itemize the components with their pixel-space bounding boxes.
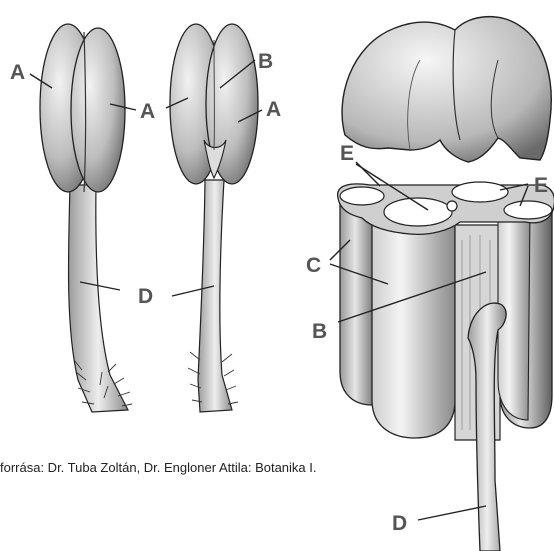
anther-top-cap xyxy=(342,17,551,162)
locule-columns xyxy=(340,200,552,440)
label-b-1: B xyxy=(258,50,273,73)
stamen-back-view xyxy=(170,24,258,412)
stamen-front-view xyxy=(40,24,132,412)
label-d-1: D xyxy=(138,285,153,308)
anther-section-view xyxy=(338,17,554,551)
label-e-1: E xyxy=(340,142,354,165)
filament-back xyxy=(198,180,232,412)
label-d-2: D xyxy=(392,512,407,535)
label-a-2: A xyxy=(140,100,155,123)
label-c-1: C xyxy=(306,254,321,277)
label-a-1: A xyxy=(10,61,25,84)
figure-caption: forrása: Dr. Tuba Zoltán, Dr. Engloner A… xyxy=(0,460,317,475)
pollen-sac-opening-4 xyxy=(504,201,552,219)
pollen-sac-opening-2 xyxy=(384,198,452,226)
anther-theca-right xyxy=(71,28,125,192)
vascular-bundle xyxy=(447,201,457,211)
filament-front xyxy=(68,185,128,412)
label-e-2: E xyxy=(534,174,548,197)
label-b-2: B xyxy=(312,320,327,343)
pollen-sac-opening-1 xyxy=(340,187,384,205)
pollen-sac-opening-3 xyxy=(452,182,508,202)
label-a-3: A xyxy=(266,98,281,121)
locule-column-front-left xyxy=(372,215,455,438)
